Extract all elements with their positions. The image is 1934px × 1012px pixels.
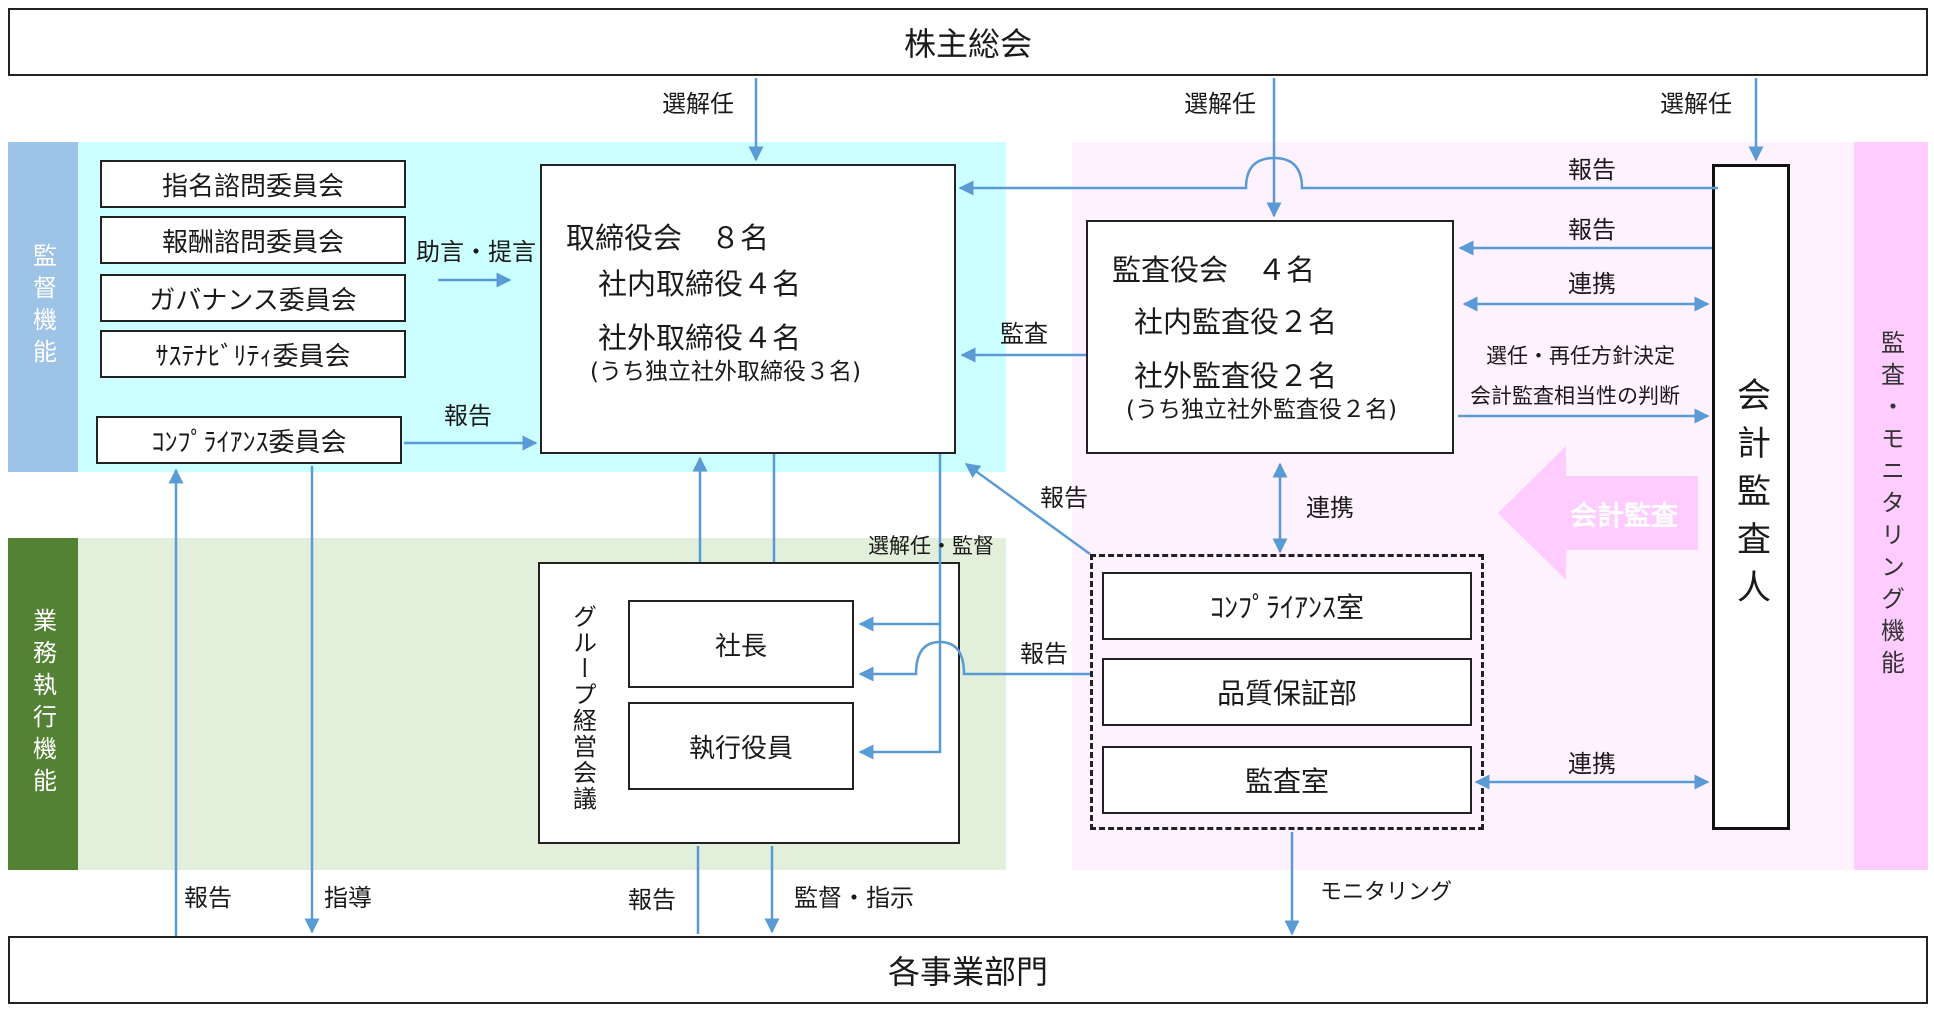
label-report-units-to-management: 報告: [1020, 640, 1068, 668]
board-note: (うち独立社外取締役３名): [590, 359, 861, 385]
label-cooperate-auditors: 連携: [1568, 270, 1616, 298]
label-policy-line1: 選任・再任方針決定: [1486, 344, 1675, 368]
label-report-to-board-top: 報告: [1568, 156, 1616, 184]
committee-governance: ガバナンス委員会: [100, 274, 406, 322]
committee-compensation: 報酬諮問委員会: [100, 216, 406, 264]
label-cooperate-audit-room: 連携: [1568, 750, 1616, 778]
audit-board-title: 監査役会 ４名: [1112, 253, 1316, 287]
label-elect-supervise: 選解任・監督: [868, 534, 994, 558]
committee-nomination: 指名諮問委員会: [100, 160, 406, 208]
accounting-auditor-box: 会計監査人: [1712, 164, 1790, 830]
board-of-directors-box: 取締役会 ８名 社内取締役４名 社外取締役４名 (うち独立社外取締役３名): [540, 164, 956, 454]
board-outside: 社外取締役４名: [598, 321, 802, 355]
label-supervise-instruct: 監督・指示: [794, 884, 914, 912]
quality-assurance-box: 品質保証部: [1102, 658, 1472, 726]
label-report-left: 報告: [184, 884, 232, 912]
label-guidance: 指導: [324, 884, 372, 912]
accounting-audit-arrow: [1498, 446, 1698, 580]
business-divisions-box: 各事業部門: [8, 936, 1928, 1004]
label-audit: 監査: [1000, 320, 1048, 348]
board-title: 取締役会 ８名: [566, 221, 770, 255]
audit-board-note: (うち独立社外監査役２名): [1126, 397, 1397, 423]
label-monitoring: モニタリング: [1320, 880, 1453, 905]
compliance-office-box: ｺﾝﾌﾟﾗｲｱﾝｽ室: [1102, 572, 1472, 640]
label-advice: 助言・提言: [416, 238, 536, 266]
group-meeting-title: グループ経営会議: [568, 604, 597, 812]
label-policy-line2: 会計監査相当性の判断: [1470, 384, 1680, 408]
committee-sustainability: ｻｽﾃﾅﾋﾞﾘﾃｨ委員会: [100, 330, 406, 378]
monitoring-side-label: 監査・モニタリング機能: [1854, 142, 1928, 870]
supervision-side-label: 監督機能: [8, 142, 78, 472]
label-elect-board: 選解任: [662, 90, 734, 118]
board-inside: 社内取締役４名: [598, 267, 802, 301]
label-elect-accounting-auditor: 選解任: [1660, 90, 1732, 118]
shareholders-meeting-box: 株主総会: [8, 8, 1928, 76]
accounting-audit-label: 会計監査: [1570, 500, 1678, 532]
audit-board-inside: 社内監査役２名: [1134, 305, 1338, 339]
label-cooperate-units: 連携: [1306, 494, 1354, 522]
president-box: 社長: [628, 600, 854, 688]
audit-board-box: 監査役会 ４名 社内監査役２名 社外監査役２名 (うち独立社外監査役２名): [1086, 220, 1454, 454]
executive-officers-box: 執行役員: [628, 702, 854, 790]
execution-side-label: 業務執行機能: [8, 538, 78, 870]
label-report-compliance: 報告: [444, 402, 492, 430]
label-report-units-to-board: 報告: [1040, 484, 1088, 512]
shareholders-meeting-label: 株主総会: [903, 25, 1032, 63]
audit-office-box: 監査室: [1102, 746, 1472, 814]
internal-units-group: [1090, 554, 1484, 830]
label-elect-auditors: 選解任: [1184, 90, 1256, 118]
business-divisions-label: 各事業部門: [887, 953, 1048, 991]
label-report-to-auditors: 報告: [1568, 216, 1616, 244]
committee-compliance: ｺﾝﾌﾟﾗｲｱﾝｽ委員会: [96, 416, 402, 464]
audit-board-outside: 社外監査役２名: [1134, 359, 1338, 393]
label-report-divisions: 報告: [628, 886, 676, 914]
